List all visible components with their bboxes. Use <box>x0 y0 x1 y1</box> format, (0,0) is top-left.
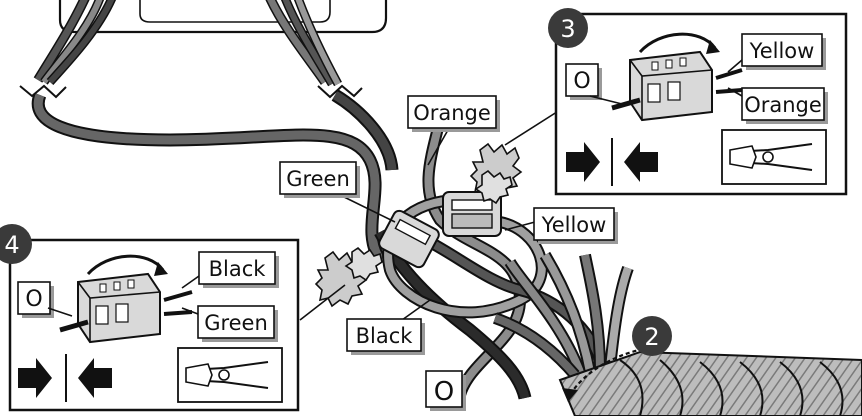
panel-4-o-label: O <box>25 287 42 312</box>
label-green: Green <box>280 162 360 198</box>
label-yellow: Yellow <box>534 208 618 244</box>
label-black: Black <box>347 319 425 355</box>
panel-3-label-bottom: Orange <box>744 93 822 117</box>
frayed-wire-ends-left <box>316 248 382 306</box>
panel-4-label-bottom: Green <box>204 311 268 335</box>
step-2-number: 2 <box>644 323 659 351</box>
step-3-number: 3 <box>560 15 575 43</box>
panel-4-label-top: Black <box>209 257 267 281</box>
panel-3-label-top: Yellow <box>749 39 815 63</box>
label-green-text: Green <box>286 167 350 191</box>
step-4-number: 4 <box>4 231 19 259</box>
panel-3-o-label: O <box>573 69 590 94</box>
panel-3: 3 O Yellow Orange <box>548 8 846 194</box>
panel-3-crimping-pliers-icon <box>722 130 826 184</box>
label-orange-text: Orange <box>413 101 491 125</box>
panel-4: 4 O Black Green <box>0 224 298 410</box>
step-2-badge: 2 <box>632 316 672 356</box>
label-o-bottom-text: O <box>434 377 454 407</box>
label-black-text: Black <box>356 324 414 348</box>
label-orange: Orange <box>408 96 500 132</box>
label-yellow-text: Yellow <box>541 213 607 237</box>
panel-4-crimping-pliers-icon <box>178 348 282 402</box>
label-o-bottom: O <box>426 371 466 411</box>
